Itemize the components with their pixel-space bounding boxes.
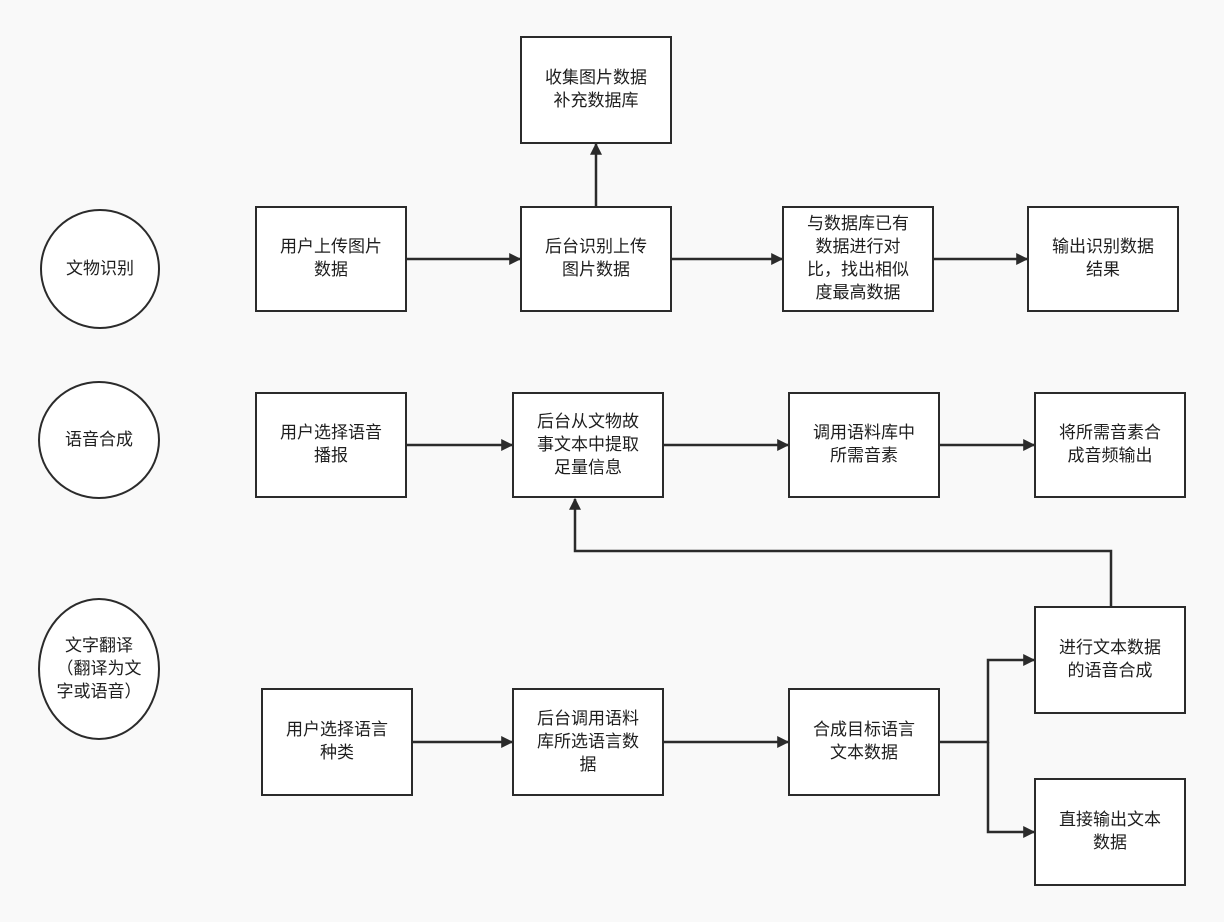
step-call-corpus: 调用语料库中 所需音素 (788, 392, 940, 498)
arrow-compose-to-text-to-speech (940, 654, 1036, 744)
arrow-text-to-speech-to-extract (569, 497, 1113, 607)
row-label-text-translation: 文字翻译 （翻译为文 字或语音） (38, 598, 160, 740)
step-backend-call-corpus: 后台调用语料 库所选语言数 据 (512, 688, 664, 796)
step-backend-recognize: 后台识别上传 图片数据 (520, 206, 672, 312)
step-direct-output-text: 直接输出文本 数据 (1034, 778, 1186, 886)
step-text-to-speech: 进行文本数据 的语音合成 (1034, 606, 1186, 714)
step-select-language: 用户选择语言 种类 (261, 688, 413, 796)
row-label-relic-recognition: 文物识别 (40, 209, 160, 329)
step-extract-info: 后台从文物故 事文本中提取 足量信息 (512, 392, 664, 498)
step-collect-image-data: 收集图片数据 补充数据库 (520, 36, 672, 144)
step-select-voice: 用户选择语音 播报 (255, 392, 407, 498)
row-label-speech-synthesis: 语音合成 (38, 381, 160, 499)
step-output-result: 输出识别数据 结果 (1027, 206, 1179, 312)
step-compose-target-text: 合成目标语言 文本数据 (788, 688, 940, 796)
step-compare-database: 与数据库已有 数据进行对 比，找出相似 度最高数据 (782, 206, 934, 312)
step-upload-image: 用户上传图片 数据 (255, 206, 407, 312)
step-synthesize-audio: 将所需音素合 成音频输出 (1034, 392, 1186, 498)
arrow-compose-to-direct-output (986, 742, 1036, 838)
